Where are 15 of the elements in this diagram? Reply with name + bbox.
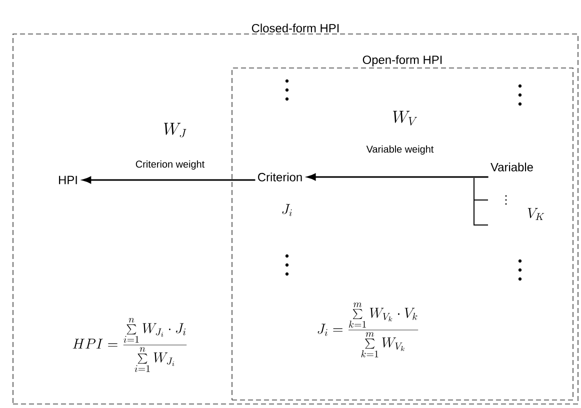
arrow: [307, 174, 488, 180]
symbol: $V_{K}$: [528, 208, 544, 220]
formula: $J_i=\frac{\sum\limits_{k=1}^{m} W_{V_k}\cdot V_k}{\sum\limits_{k=1}^{m} W_{V_k}}$: [318, 302, 418, 358]
weight-symbol: $W_{V}$: [393, 110, 417, 126]
node-label: Closed-form HPI: [252, 24, 339, 32]
term-label: Criterion: [258, 172, 302, 182]
edge-label: Variable weight: [365, 144, 435, 156]
term-label: HPI: [59, 176, 77, 184]
term-label: Variable: [490, 162, 533, 172]
edge-label: Criterion weight: [134, 159, 206, 171]
formula: $HPI=\frac{\sum\limits_{i=1}^{n} W_{J_i}\cdot J_i}{\sum\limits_{i=1}^{n} W_{J_i}}$: [72, 318, 187, 372]
symbol: $J_{i}$: [282, 204, 292, 216]
arrow: [82, 176, 256, 184]
weight-symbol: $W_{J}$: [164, 122, 186, 138]
node-label: Open-form HPI: [362, 55, 442, 66]
